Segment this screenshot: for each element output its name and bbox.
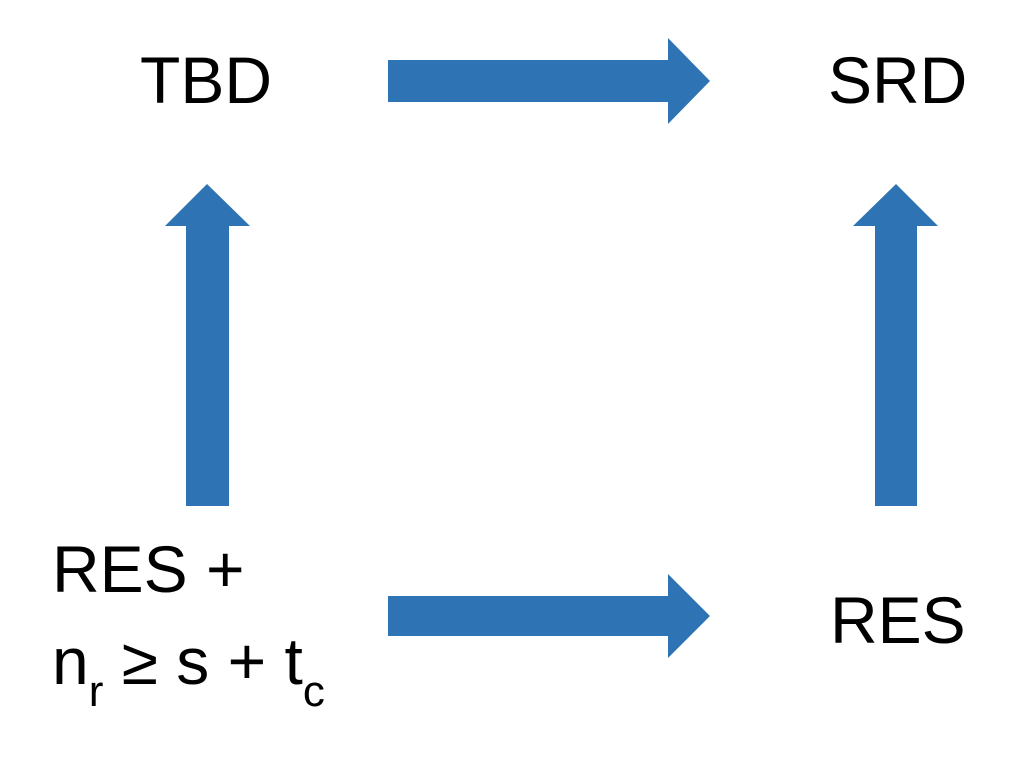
condition-line-2: nr ≥ s + tc <box>52 628 325 714</box>
condition-t-subscript: c <box>302 667 325 716</box>
arrow-tbd-to-srd <box>388 38 710 124</box>
node-res: RES <box>830 583 966 657</box>
arrow-res-plus-to-tbd <box>165 184 250 506</box>
condition-n-subscript: r <box>88 667 104 716</box>
condition-n: n <box>52 624 89 698</box>
arrow-res-to-srd <box>853 184 938 506</box>
condition-line-1: RES + <box>52 532 245 606</box>
node-tbd: TBD <box>140 43 272 117</box>
condition-relation: ≥ s + t <box>103 624 303 698</box>
node-srd: SRD <box>828 43 968 117</box>
node-res-condition: RES + nr ≥ s + tc <box>52 532 325 714</box>
arrow-res-plus-to-res <box>388 574 710 658</box>
